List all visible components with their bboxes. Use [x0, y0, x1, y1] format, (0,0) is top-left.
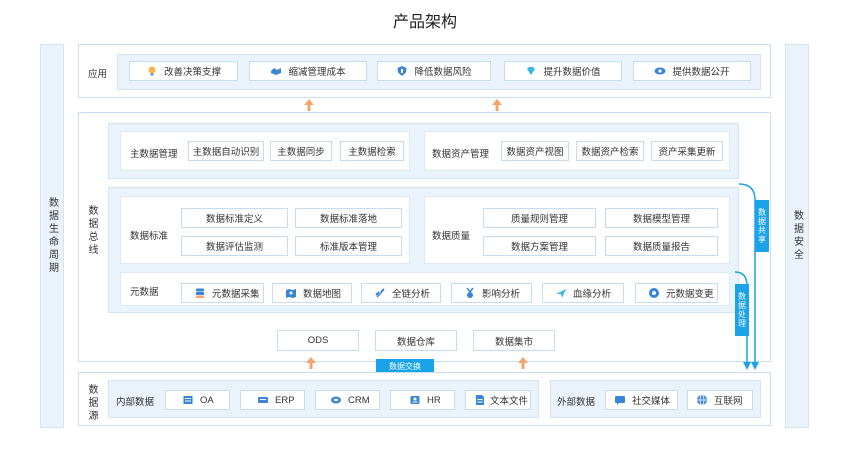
external-data-label: 外部数据	[557, 397, 596, 408]
disk-icon	[330, 394, 342, 406]
source-item-label: CRM	[348, 394, 370, 406]
data-source-label: 数据源	[86, 384, 97, 423]
standard-item: 数据标准定义	[181, 208, 288, 228]
app-item-risk: 降低数据风险	[377, 61, 491, 81]
asset-item: 资产采集更新	[651, 141, 723, 161]
meta-item-label: 元数据变更	[666, 289, 714, 300]
app-item-label: 提供数据公开	[672, 67, 730, 78]
source-item-social: 社交媒体	[605, 390, 678, 410]
up-arrow-icon	[492, 99, 502, 111]
eye-icon	[654, 65, 666, 77]
data-exchange-tag: 数据交换	[376, 359, 434, 373]
security-label: 数据安全	[791, 210, 803, 262]
lightbulb-icon	[146, 65, 158, 77]
data-bus-label: 数据总线	[86, 205, 97, 257]
app-item-label: 降低数据风险	[414, 67, 472, 78]
diamond-icon	[525, 65, 537, 77]
quality-item: 数据质量报告	[605, 236, 718, 256]
standard-item: 数据评估监测	[181, 236, 288, 256]
up-arrow-icon	[306, 357, 316, 369]
source-item-label: 文本文件	[490, 396, 529, 407]
asset-label: 数据资产管理	[432, 149, 490, 160]
meta-item-collect: 元数据采集	[181, 283, 264, 303]
data-source-label-wrap: 数据源	[84, 384, 99, 426]
handshake-icon	[270, 65, 282, 77]
app-item-label: 改善决策支撑	[163, 67, 221, 78]
storage-item-ods: ODS	[277, 330, 359, 351]
app-item-cost: 缩减管理成本	[249, 61, 367, 81]
data-exchange-label: 数据交换	[389, 361, 421, 371]
source-item-crm: CRM	[315, 390, 380, 410]
meta-item-label: 全链分析	[392, 289, 431, 300]
master-item: 主数据检索	[340, 141, 404, 161]
storage-item-warehouse: 数据仓库	[375, 330, 457, 351]
app-item-label: 提升数据价值	[543, 67, 601, 78]
app-item-open: 提供数据公开	[633, 61, 751, 81]
app-item-label: 缩减管理成本	[288, 67, 346, 78]
standard-label: 数据标准	[130, 231, 169, 242]
master-data-label: 主数据管理	[130, 149, 178, 160]
asset-item: 数据资产检索	[576, 141, 644, 161]
database-icon	[194, 287, 206, 299]
meta-item-map: 数据地图	[272, 283, 352, 303]
metadata-label: 元数据	[130, 287, 159, 298]
globe-icon	[696, 394, 708, 406]
app-item-value: 提升数据价值	[504, 61, 622, 81]
data-share-tag: 数据共享	[755, 200, 769, 252]
link-icon	[374, 287, 386, 299]
data-process-tag: 数据处理	[735, 284, 749, 336]
quality-label: 数据质量	[432, 231, 471, 242]
up-arrow-icon	[518, 357, 528, 369]
storage-item-mart: 数据集市	[473, 330, 555, 351]
id-card-icon	[409, 394, 421, 406]
standard-item: 数据标准落地	[295, 208, 402, 228]
source-item-label: 社交媒体	[632, 396, 671, 407]
master-item: 主数据同步	[270, 141, 332, 161]
source-item-hr: HR	[390, 390, 455, 410]
source-item-label: OA	[200, 394, 214, 406]
quality-item: 数据模型管理	[605, 208, 718, 228]
lifecycle-label: 数据生命周期	[46, 197, 58, 275]
standard-item: 标准版本管理	[295, 236, 402, 256]
source-item-internet: 互联网	[687, 390, 753, 410]
master-item: 主数据自动识别	[188, 141, 264, 161]
source-item-label: HR	[427, 394, 441, 406]
medal-icon	[464, 287, 476, 299]
app-item-decision: 改善决策支撑	[129, 61, 238, 81]
refresh-icon	[648, 287, 660, 299]
plane-icon	[555, 287, 567, 299]
meta-item-impact: 影响分析	[451, 283, 532, 303]
meta-item-label: 影响分析	[482, 289, 521, 300]
file-icon	[474, 394, 486, 406]
keyboard-icon	[257, 394, 269, 406]
meta-item-change: 元数据变更	[635, 283, 718, 303]
source-item-oa: OA	[165, 390, 230, 410]
data-share-label: 数据共享	[757, 208, 767, 244]
app-layer-label: 应用	[88, 69, 108, 80]
page-title: 产品架构	[392, 14, 457, 31]
chat-icon	[614, 394, 626, 406]
data-process-label: 数据处理	[737, 292, 747, 328]
security-bar: 数据安全	[785, 44, 809, 428]
up-arrow-icon	[304, 99, 314, 111]
meta-item-chain: 全链分析	[361, 283, 441, 303]
quality-item: 质量规则管理	[483, 208, 596, 228]
source-item-erp: ERP	[240, 390, 305, 410]
asset-item: 数据资产视图	[501, 141, 569, 161]
source-item-label: ERP	[275, 394, 295, 406]
lifecycle-bar: 数据生命周期	[40, 44, 64, 428]
meta-item-label: 元数据采集	[212, 289, 260, 300]
map-icon	[285, 287, 297, 299]
shield-icon	[396, 65, 408, 77]
data-bus-label-wrap: 数据总线	[84, 205, 99, 260]
source-item-text: 文本文件	[465, 390, 531, 410]
meta-item-label: 数据地图	[303, 289, 342, 300]
quality-item: 数据方案管理	[483, 236, 596, 256]
meta-item-lineage: 血缘分析	[542, 283, 624, 303]
meta-item-label: 血缘分析	[573, 289, 612, 300]
source-item-label: 互联网	[714, 396, 743, 407]
document-icon	[182, 394, 194, 406]
internal-data-label: 内部数据	[116, 397, 155, 408]
